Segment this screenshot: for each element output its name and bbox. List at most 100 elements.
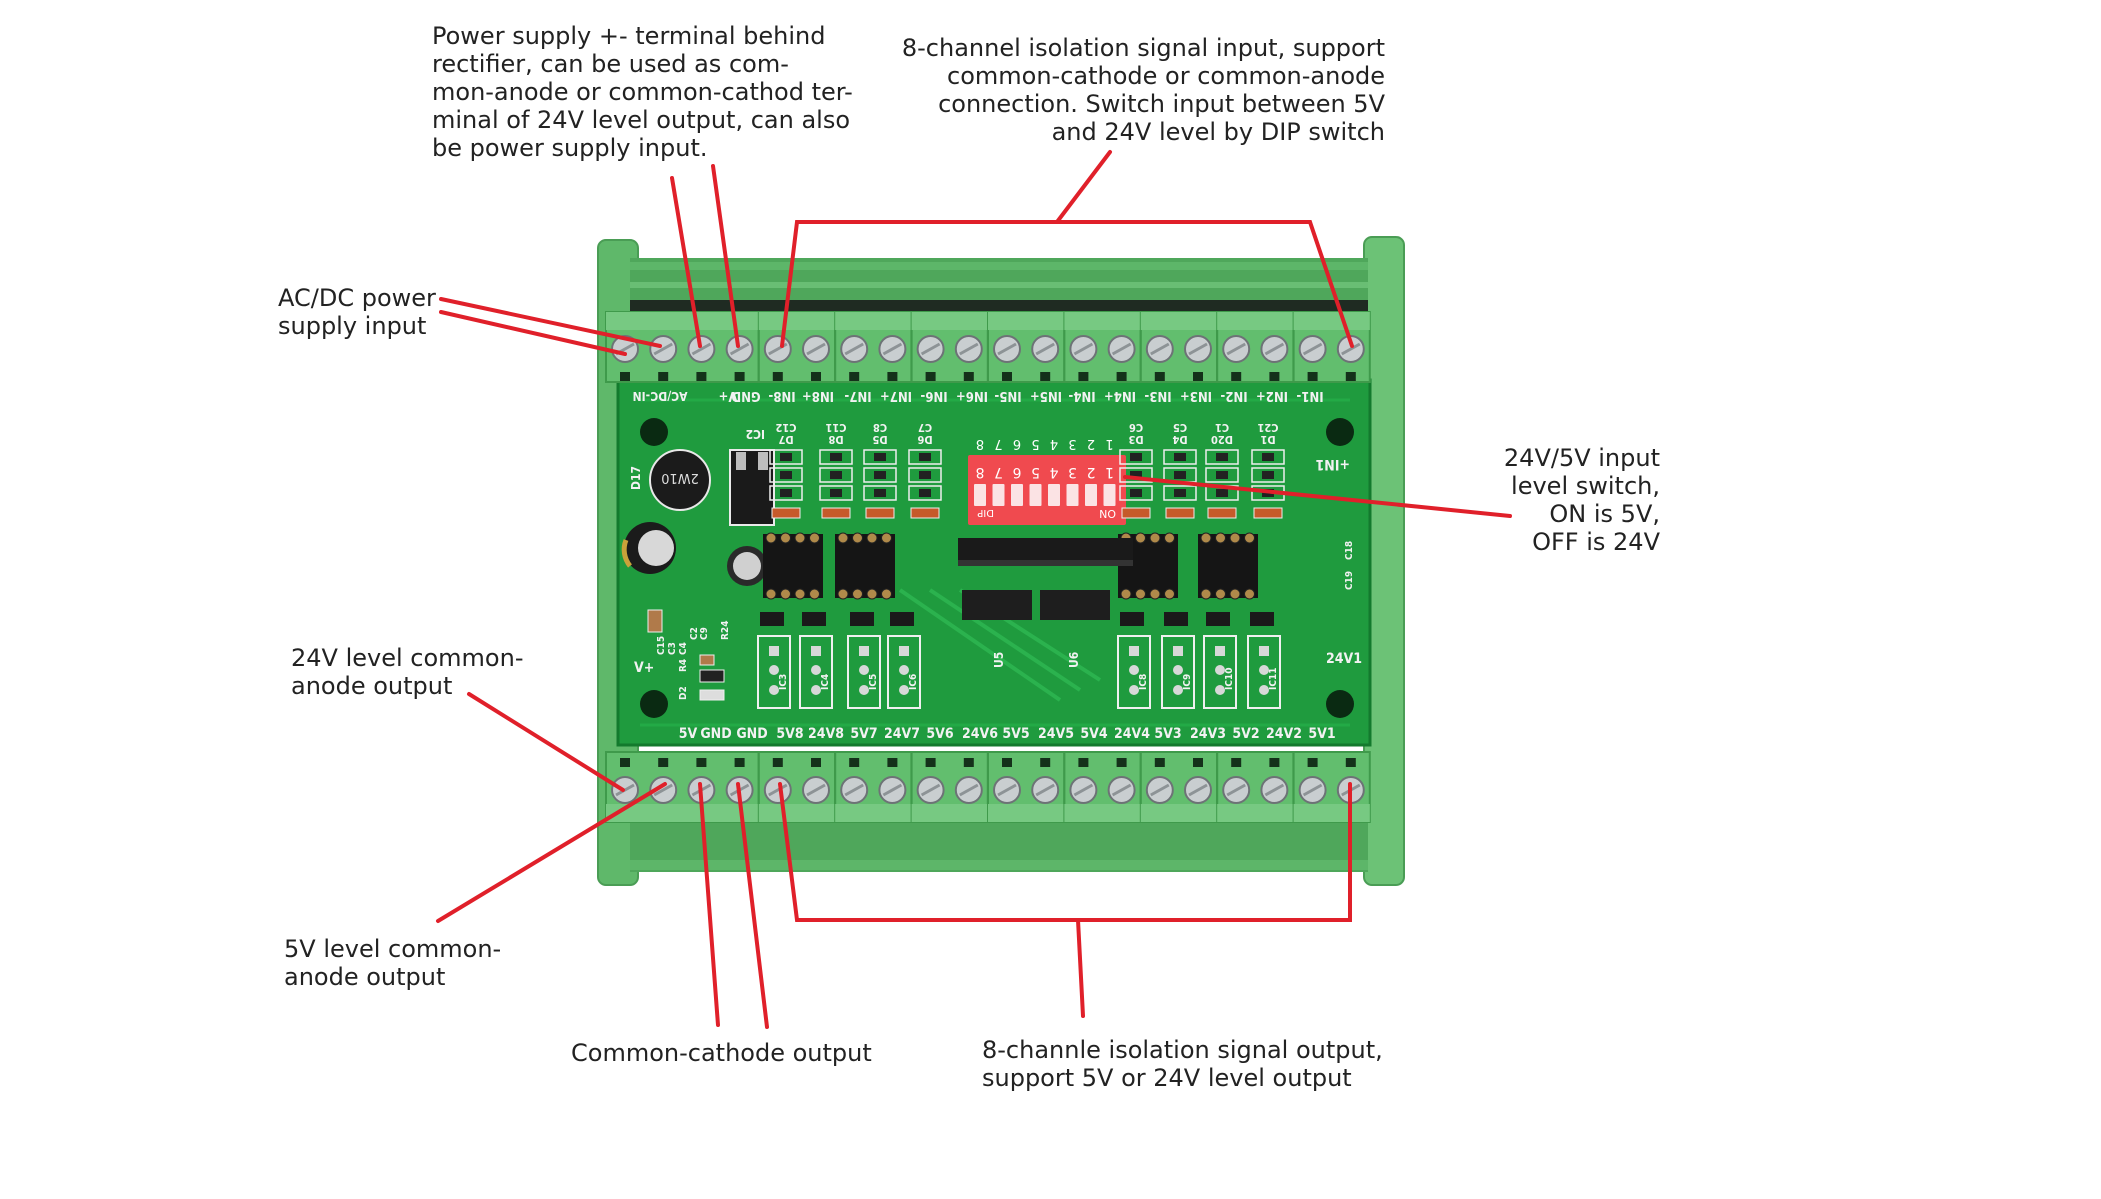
terminal-screw[interactable] — [763, 776, 792, 804]
wire-entry-slot — [1231, 758, 1242, 767]
pin-label: 24V4 — [1114, 726, 1150, 742]
smd-resistor — [699, 669, 725, 683]
input-terminal-row — [605, 311, 1371, 383]
pin-label: IN5+ — [1030, 388, 1062, 403]
capacitor-ref: C7 — [918, 421, 932, 434]
terminal-screw[interactable] — [1184, 335, 1212, 363]
terminal-screw[interactable] — [840, 776, 869, 804]
terminal-block — [1216, 311, 1295, 383]
pin-label: GND — [731, 388, 760, 403]
annotation-signal-input: 8-channel isolation signal input, suppor… — [901, 34, 1385, 146]
terminal-screw[interactable] — [725, 776, 754, 804]
terminal-screw[interactable] — [1336, 776, 1365, 804]
pin-label: IN7- — [844, 388, 871, 403]
terminal-screw[interactable] — [878, 776, 907, 804]
dip-number: 4 — [1049, 464, 1058, 480]
annotation-level-switch: 24V/5V input level switch, ON is 5V, OFF… — [1503, 444, 1660, 556]
pin-label: GND — [700, 726, 731, 742]
svg-text:U6: U6 — [1067, 652, 1081, 668]
optocoupler-ref: IC4 — [820, 674, 831, 690]
terminal-screw[interactable] — [649, 335, 678, 363]
terminal-block — [1063, 311, 1142, 383]
terminal-screw[interactable] — [954, 776, 983, 804]
pin-label: 5V6 — [926, 726, 954, 742]
terminal-screw[interactable] — [1031, 335, 1060, 363]
svg-text:ON: ON — [1099, 507, 1116, 520]
terminal-screw[interactable] — [878, 335, 907, 363]
wire-entry-slot — [849, 758, 860, 767]
component-ref: C9 — [699, 627, 710, 640]
pin-label: 5V3 — [1154, 726, 1181, 742]
terminal-screw[interactable] — [840, 335, 869, 363]
terminal-screw[interactable] — [1069, 335, 1098, 363]
terminal-screw[interactable] — [1145, 776, 1174, 804]
terminal-block — [1139, 751, 1219, 823]
terminal-screw[interactable] — [611, 776, 639, 804]
terminal-screw[interactable] — [1184, 776, 1212, 804]
dip-lever — [1029, 484, 1042, 506]
terminal-screw[interactable] — [1222, 776, 1251, 804]
terminal-screw[interactable] — [1298, 335, 1327, 363]
output-stage: IC5 — [847, 612, 881, 709]
terminal-screw[interactable] — [802, 335, 830, 363]
terminal-screw[interactable] — [611, 335, 639, 363]
wire-entry-slot — [1116, 372, 1127, 381]
wire-entry-slot — [1154, 758, 1165, 767]
label-v-plus: V+ — [634, 660, 654, 676]
terminal-screw[interactable] — [1336, 335, 1365, 363]
dip-number: 8 — [976, 464, 985, 480]
terminal-screw[interactable] — [993, 335, 1021, 363]
diode — [1165, 507, 1195, 519]
terminal-screw[interactable] — [993, 776, 1021, 804]
component-ref: R4 — [678, 659, 689, 672]
terminal-screw[interactable] — [1107, 776, 1136, 804]
terminal-screw[interactable] — [1031, 776, 1060, 804]
optocoupler-ref: IC3 — [778, 674, 789, 690]
wire-entry-slot — [1002, 372, 1012, 381]
wire-entry-slot — [1078, 372, 1089, 381]
terminal-screw[interactable] — [802, 776, 830, 804]
label-in1-plus: +IN1 — [1315, 456, 1350, 472]
diode — [771, 507, 801, 519]
terminal-screw[interactable] — [1145, 335, 1174, 363]
power-terminal-block — [605, 311, 760, 383]
transistor — [850, 612, 874, 626]
annotation-common-cathode: Common-cathode output — [571, 1039, 872, 1067]
terminal-screw[interactable] — [649, 776, 678, 804]
terminal-screw[interactable] — [1069, 776, 1098, 804]
terminal-screw[interactable] — [1260, 335, 1289, 363]
wire-entry-slot — [620, 372, 630, 381]
capacitor-ref: C12 — [775, 421, 796, 434]
transistor — [1164, 612, 1188, 626]
terminal-screw[interactable] — [687, 335, 716, 363]
component-ref: C19 — [1344, 571, 1355, 590]
rectifier: 2W10 D17 — [629, 449, 711, 511]
terminal-screw[interactable] — [725, 335, 754, 363]
terminal-screw[interactable] — [916, 335, 945, 363]
terminal-screw[interactable] — [954, 335, 983, 363]
terminal-screw[interactable] — [687, 776, 716, 804]
terminal-block — [1139, 311, 1219, 383]
dip-position-number: 3 — [1068, 436, 1076, 451]
terminal-screw[interactable] — [1260, 776, 1289, 804]
wire-entry-slot — [963, 372, 974, 381]
component-ref: C2 — [689, 627, 700, 640]
pcb — [616, 378, 1372, 747]
diode-ref: D1 — [1260, 433, 1275, 446]
terminal-screw[interactable] — [763, 335, 792, 363]
pin-label: IN7+ — [880, 388, 912, 403]
pin-label: IN6- — [920, 388, 947, 403]
dip-lever — [1011, 484, 1023, 506]
optocoupler-ref: IC11 — [1268, 668, 1279, 690]
output-stage: IC4 — [799, 612, 833, 709]
terminal-screw[interactable] — [1298, 776, 1327, 804]
dip-lever — [992, 484, 1005, 506]
terminal-screw[interactable] — [916, 776, 945, 804]
terminal-block — [910, 751, 989, 823]
terminal-screw[interactable] — [1107, 335, 1136, 363]
terminal-screw[interactable] — [1222, 335, 1251, 363]
transistor — [760, 612, 784, 626]
